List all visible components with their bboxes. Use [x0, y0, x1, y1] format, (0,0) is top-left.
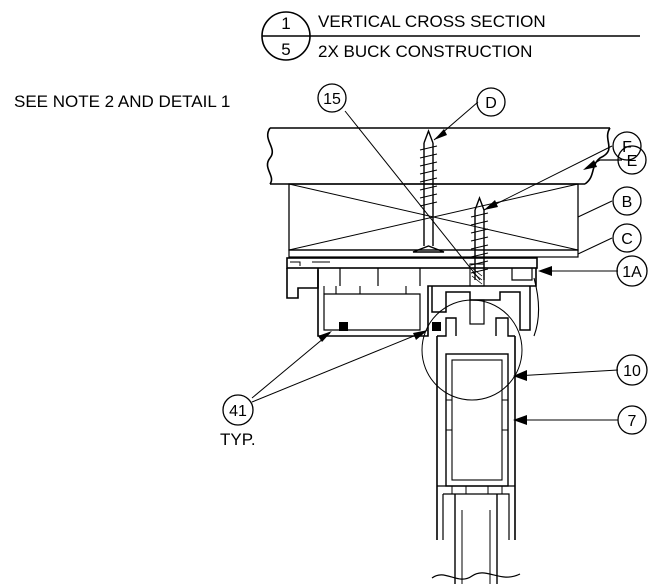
callout-7: 7 — [617, 405, 647, 435]
callout-41: 41 — [222, 394, 254, 426]
svg-text:15: 15 — [323, 91, 341, 108]
callout-c: C — [612, 223, 642, 253]
note-reference: SEE NOTE 2 AND DETAIL 1 — [14, 92, 230, 111]
svg-text:41: 41 — [229, 403, 247, 420]
weatherstrip-left — [339, 322, 348, 331]
sheet-number: 5 — [281, 40, 290, 59]
title-line-1: VERTICAL CROSS SECTION — [318, 12, 546, 31]
leader-lines — [251, 101, 622, 425]
title-block: 1 5 VERTICAL CROSS SECTION 2X BUCK CONST… — [261, 11, 640, 61]
head-frame-extrusion — [286, 257, 540, 337]
weatherstrips — [339, 322, 441, 331]
svg-text:C: C — [621, 231, 633, 248]
weatherstrip-right — [432, 322, 441, 331]
callout-b: B — [612, 186, 642, 216]
callout-e: E — [617, 145, 647, 175]
callout-10: 10 — [616, 354, 648, 386]
callout-d: D — [476, 87, 506, 117]
sealant-strip — [288, 249, 579, 258]
vertical-sash — [436, 317, 516, 540]
callout-15: 15 — [317, 83, 347, 113]
svg-text:D: D — [485, 95, 497, 112]
svg-text:B: B — [622, 194, 633, 211]
screw-d — [412, 129, 445, 253]
svg-text:1A: 1A — [622, 264, 642, 281]
callout-1a: 1A — [616, 255, 648, 287]
lower-member-break — [431, 494, 521, 584]
svg-text:7: 7 — [628, 413, 637, 430]
detail-number: 1 — [281, 14, 290, 33]
svg-text:E: E — [627, 153, 638, 170]
detail-circle — [421, 299, 523, 401]
svg-text:10: 10 — [623, 363, 641, 380]
typ-label: TYP. — [220, 430, 256, 449]
title-line-2: 2X BUCK CONSTRUCTION — [318, 42, 532, 61]
callouts: 15 D F E B C 1A 10 — [222, 83, 648, 435]
